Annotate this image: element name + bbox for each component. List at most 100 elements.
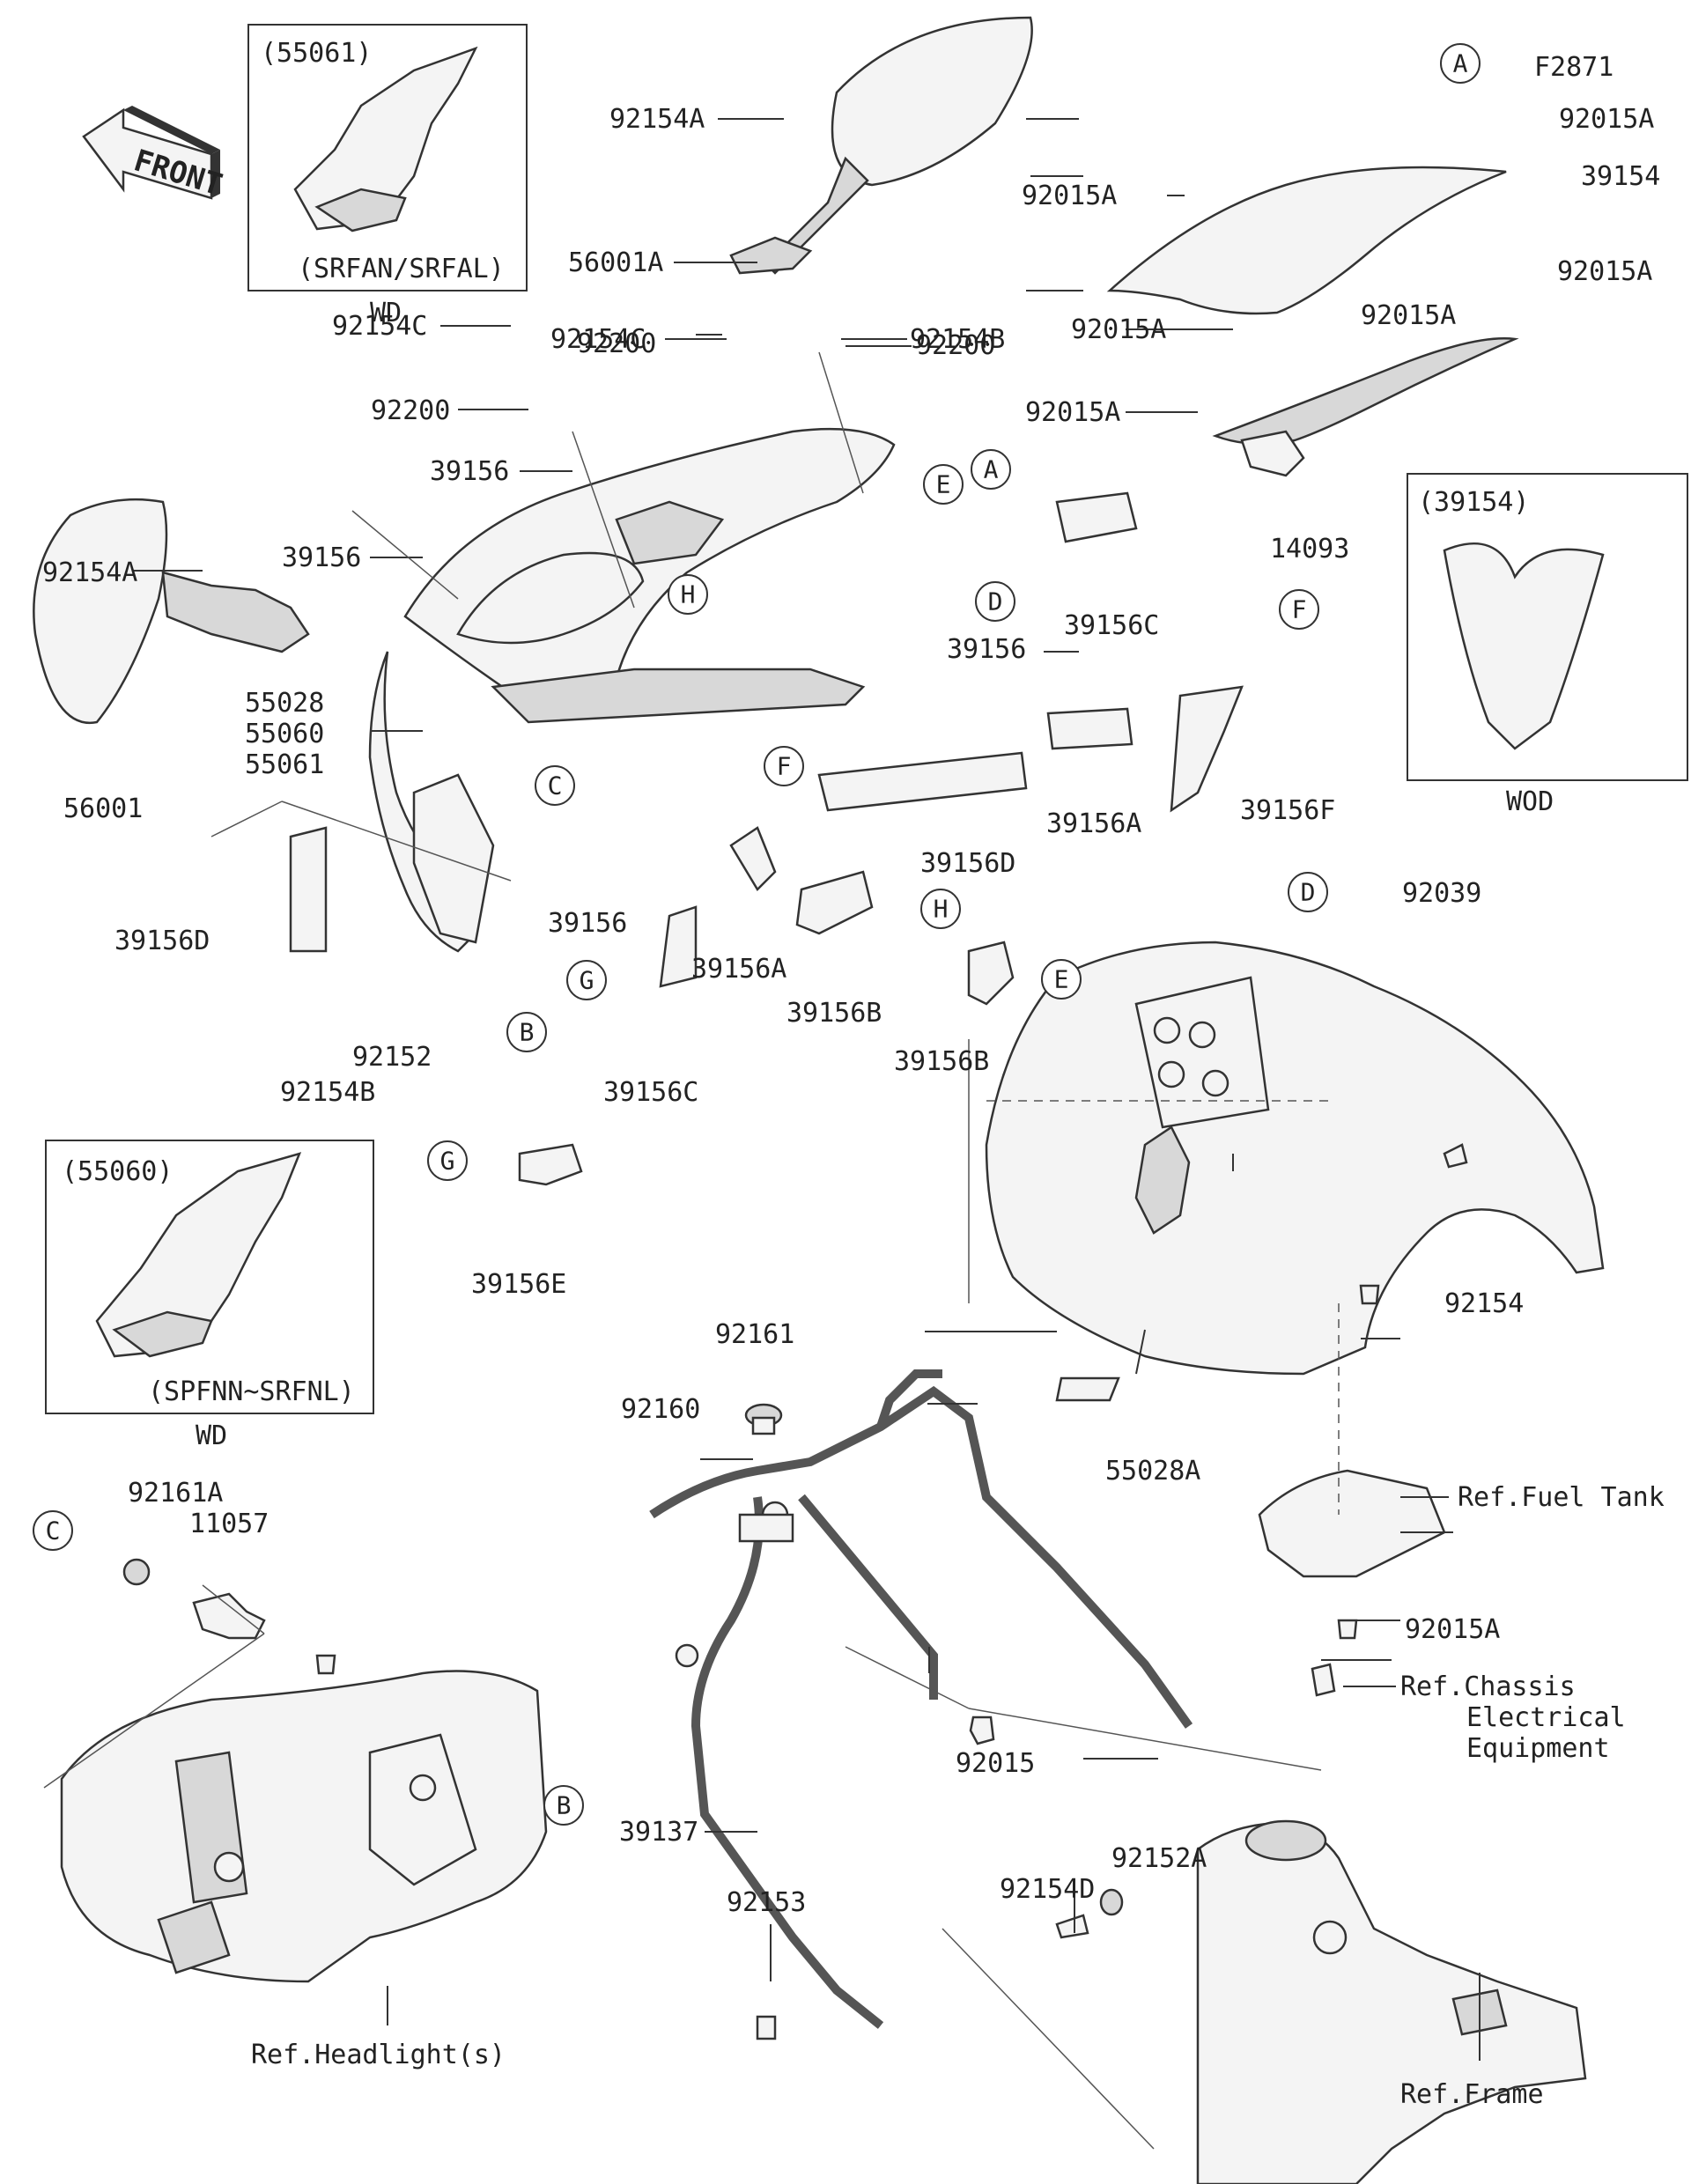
inset-55061: (55061) (SRFAN/SRFAL) WD bbox=[247, 24, 528, 328]
part-label-p55061: 55061 bbox=[245, 749, 324, 780]
part-label-p39156E: 39156E bbox=[471, 1269, 566, 1300]
part-label-p39156A_mid: 39156A bbox=[691, 954, 786, 985]
callout-letter: A bbox=[1453, 49, 1468, 78]
callout-letter: B bbox=[520, 1018, 535, 1047]
mirror-right bbox=[729, 16, 1033, 275]
part-label-p39156_d: 39156 bbox=[548, 908, 627, 939]
callout-letter: B bbox=[557, 1791, 572, 1820]
part-label-p92154A_left: 92154A bbox=[42, 557, 137, 588]
inset-55060-code: (55060) bbox=[62, 1156, 173, 1187]
callout-letter: D bbox=[988, 587, 1003, 616]
part-label-ref_chassis_2: Electrical bbox=[1466, 1702, 1626, 1733]
part-labels: 92154A 56001A 92154C 92154C 92200 92200 … bbox=[42, 104, 1665, 2110]
part-label-p56001A: 56001A bbox=[568, 247, 663, 278]
part-label-p39156B_h: 39156B bbox=[894, 1046, 989, 1077]
part-label-p39156_c: 39156 bbox=[947, 634, 1026, 665]
leader-lines bbox=[43, 118, 1481, 2150]
part-label-p39156F: 39156F bbox=[1240, 795, 1335, 826]
callout-letter: D bbox=[1301, 878, 1316, 907]
part-label-p92015A_4: 92015A bbox=[1361, 300, 1456, 331]
inset-39154-code: (39154) bbox=[1418, 487, 1529, 518]
callout-letter: G bbox=[440, 1147, 455, 1176]
foam-pads bbox=[289, 491, 1244, 1186]
part-label-p92015: 92015 bbox=[956, 1748, 1035, 1779]
part-label-p92161A: 92161A bbox=[128, 1478, 223, 1509]
part-label-p92161: 92161 bbox=[715, 1319, 794, 1350]
callout-letter: E bbox=[936, 470, 951, 499]
inset-55060: (55060) (SPFNN~SRFNL) WD bbox=[45, 1140, 374, 1451]
headlight-assembly bbox=[60, 1670, 548, 1983]
inner-panel bbox=[985, 941, 1605, 1376]
part-label-p39156D_mid: 39156D bbox=[920, 848, 1015, 879]
part-label-p39137: 39137 bbox=[619, 1817, 698, 1848]
inset-55061-variant: (SRFAN/SRFAL) bbox=[298, 254, 505, 284]
part-label-p92160: 92160 bbox=[621, 1394, 700, 1425]
part-label-p39154: 39154 bbox=[1581, 161, 1660, 192]
part-label-p39156C_right: 39156C bbox=[1064, 610, 1159, 641]
part-label-p92015A_5: 92015A bbox=[1071, 314, 1166, 345]
part-label-p92154B_low: 92154B bbox=[280, 1077, 375, 1108]
part-label-p55028: 55028 bbox=[245, 688, 324, 719]
part-label-p92154B_top: 92154B bbox=[910, 324, 1005, 355]
part-label-p92152A: 92152A bbox=[1111, 1843, 1207, 1874]
part-label-p92015A_6: 92015A bbox=[1025, 397, 1120, 428]
part-label-p92200_b: 92200 bbox=[371, 395, 450, 426]
figure-code: F2871 bbox=[1534, 52, 1613, 83]
callout-letter: A bbox=[984, 455, 999, 484]
part-label-p14093: 14093 bbox=[1270, 534, 1349, 564]
part-label-p39156C_low: 39156C bbox=[603, 1077, 698, 1108]
part-label-p39156_b: 39156 bbox=[282, 542, 361, 573]
cowl-bracket bbox=[649, 1369, 1193, 2029]
part-label-p55060: 55060 bbox=[245, 719, 324, 749]
part-label-p92154A_top: 92154A bbox=[609, 104, 705, 135]
callout-letter: C bbox=[548, 771, 563, 801]
part-label-ref_headlight: Ref.Headlight(s) bbox=[251, 2040, 506, 2070]
part-label-p39156B_mid: 39156B bbox=[786, 998, 882, 1029]
part-label-p92154C_b: 92154C bbox=[332, 311, 427, 342]
part-label-ref_frame: Ref.Frame bbox=[1400, 2079, 1544, 2110]
part-label-p92154D: 92154D bbox=[1000, 1874, 1095, 1905]
fuel-tank-cover bbox=[1258, 1469, 1446, 1578]
part-label-p39156A_right: 39156A bbox=[1046, 808, 1141, 839]
windshield bbox=[1106, 166, 1519, 477]
small-parts bbox=[122, 1143, 1468, 2040]
callout-letter: F bbox=[1292, 595, 1307, 624]
part-label-p92015A_2: 92015A bbox=[1022, 181, 1117, 211]
inset-39154: (39154) WOD bbox=[1407, 473, 1688, 817]
callout-letter: H bbox=[934, 895, 949, 924]
part-label-p92154: 92154 bbox=[1444, 1288, 1524, 1319]
part-label-p92153: 92153 bbox=[727, 1887, 806, 1918]
callout-circles: A A B B C C D D E E F F G G H H bbox=[33, 43, 1481, 1826]
part-label-p92152: 92152 bbox=[352, 1042, 432, 1073]
callout-letter: E bbox=[1054, 965, 1069, 994]
inset-55061-code: (55061) bbox=[261, 38, 372, 69]
part-label-p11057: 11057 bbox=[189, 1509, 269, 1539]
part-label-p92154C_a: 92154C bbox=[550, 324, 646, 355]
part-label-p92200_c: 92200 bbox=[916, 330, 995, 361]
part-label-p55028A: 55028A bbox=[1105, 1456, 1200, 1487]
inset-39154-tag: WOD bbox=[1506, 786, 1554, 817]
mirror-left bbox=[33, 498, 310, 725]
callout-letter: F bbox=[777, 752, 792, 781]
frame bbox=[1196, 1819, 1587, 2184]
front-arrow-icon: FRONT bbox=[82, 106, 226, 203]
callout-letter: C bbox=[46, 1516, 61, 1546]
part-label-p39156D_left: 39156D bbox=[114, 926, 210, 956]
inset-55061-tag: WD bbox=[370, 298, 402, 328]
part-label-p92039: 92039 bbox=[1402, 878, 1481, 909]
part-label-p92015A_3: 92015A bbox=[1557, 256, 1652, 287]
inset-55060-variant: (SPFNN~SRFNL) bbox=[148, 1376, 355, 1407]
callout-letter: G bbox=[580, 966, 594, 995]
part-label-ref_chassis_1: Ref.Chassis bbox=[1400, 1671, 1576, 1702]
callout-letter: H bbox=[681, 580, 696, 609]
part-label-ref_fuel_tank: Ref.Fuel Tank bbox=[1458, 1482, 1665, 1513]
part-label-p92200_a: 92200 bbox=[577, 328, 656, 359]
part-label-p39156_a: 39156 bbox=[430, 456, 509, 487]
part-label-ref_chassis_3: Equipment bbox=[1466, 1733, 1610, 1764]
part-label-p92015A_1: 92015A bbox=[1559, 104, 1654, 135]
part-label-p92015A_7: 92015A bbox=[1405, 1614, 1500, 1645]
upper-cowl bbox=[368, 427, 896, 953]
part-label-p56001: 56001 bbox=[63, 793, 143, 824]
inset-55060-tag: WD bbox=[196, 1420, 227, 1451]
